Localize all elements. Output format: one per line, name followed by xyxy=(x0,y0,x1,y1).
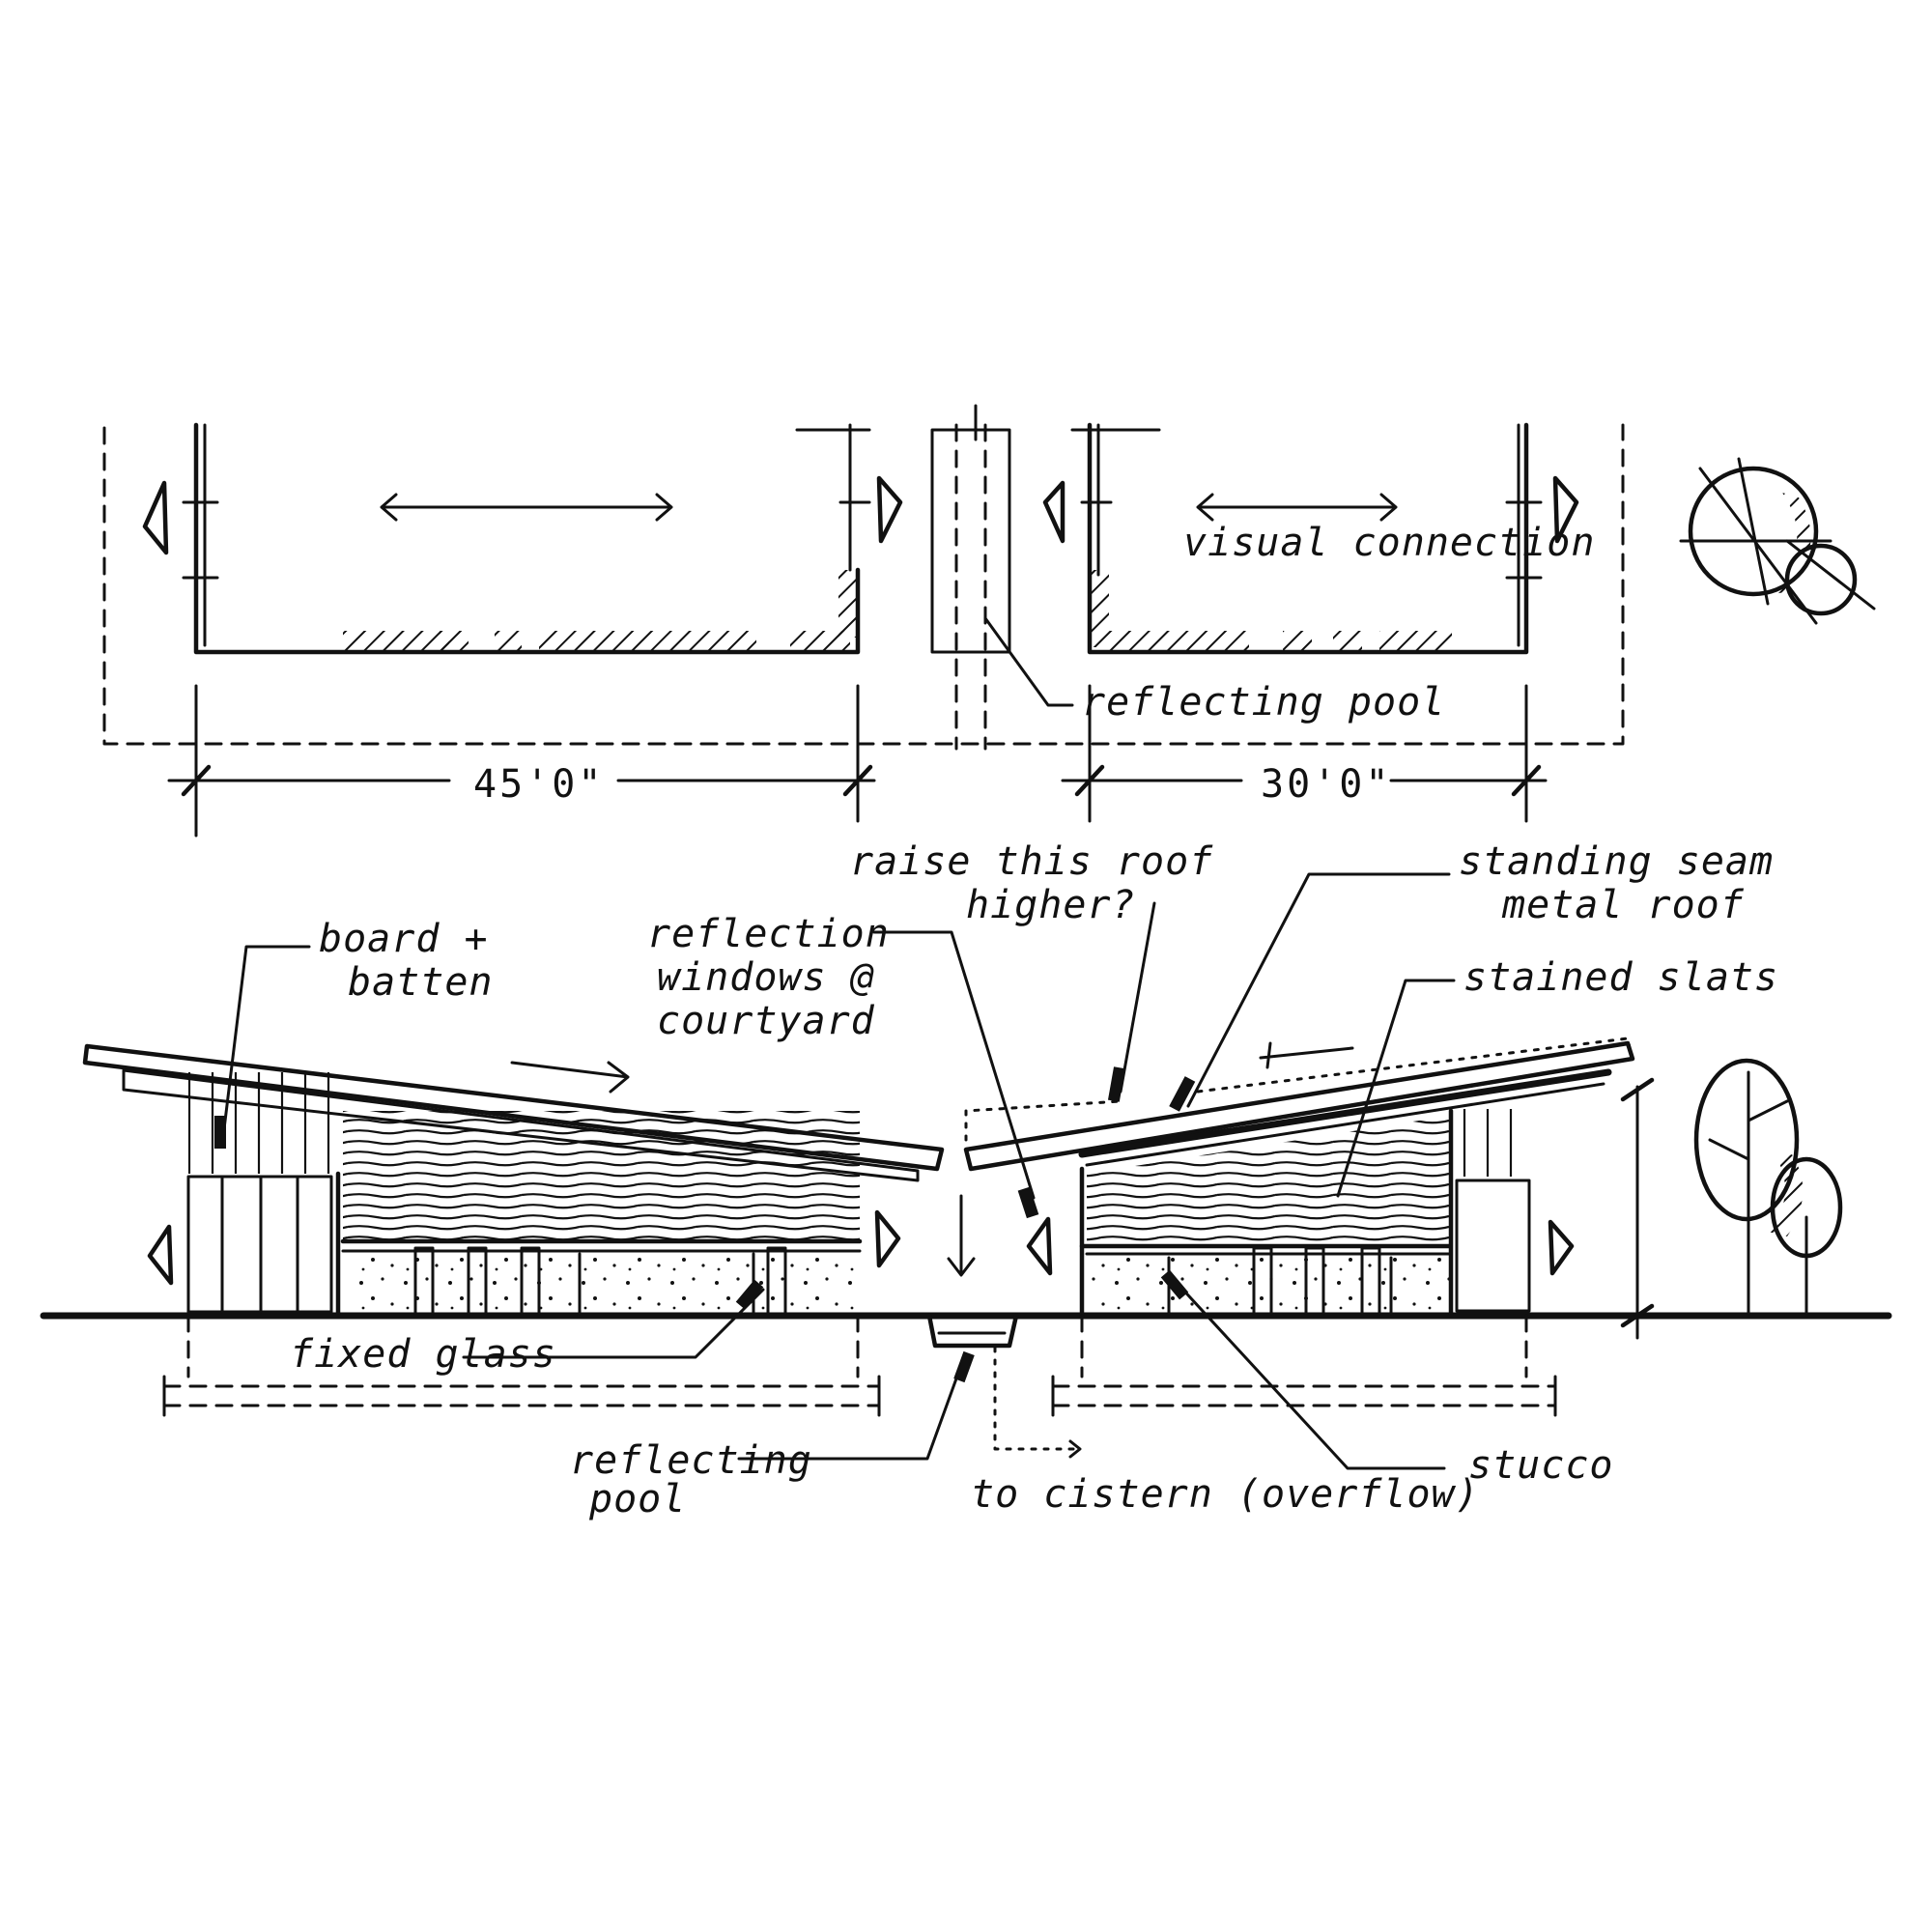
reflecting-pool-section xyxy=(926,1313,1019,1349)
label-raise-roof-line2: higher? xyxy=(966,883,1136,927)
visual-connection-arrow-left xyxy=(380,493,673,522)
leader-lines xyxy=(214,872,1456,1470)
roof-left xyxy=(82,1043,945,1172)
visual-connection-arrow-right xyxy=(1196,493,1398,522)
label-reflection-line1: reflection xyxy=(647,912,890,956)
roof-slope-arrow-right xyxy=(1259,1041,1354,1069)
label-standing-seam-line1: standing seam xyxy=(1459,839,1774,884)
wall-segment xyxy=(1379,631,1452,650)
label-to-cistern: to cistern (overflow) xyxy=(971,1472,1480,1517)
window-mullion xyxy=(766,1246,787,1316)
window-mullion xyxy=(1360,1246,1381,1316)
wall-segment xyxy=(1109,631,1249,650)
floor-plan xyxy=(102,404,1876,838)
label-reflection-line3: courtyard xyxy=(657,999,875,1043)
stained-slats-right xyxy=(1087,1116,1449,1246)
label-board-batten-line1: board + xyxy=(319,917,489,961)
window-mullion xyxy=(413,1246,435,1316)
stucco-right xyxy=(1090,1258,1449,1314)
label-reflecting-pool-line1: reflecting xyxy=(570,1438,812,1483)
label-visual-connection: visual connection xyxy=(1183,521,1595,565)
label-reflecting-pool-plan: reflecting pool xyxy=(1082,680,1445,724)
roof-right xyxy=(963,1040,1635,1172)
label-reflection-line2: windows @ xyxy=(657,955,875,1000)
wall-segment xyxy=(838,570,858,638)
dark-panel-right xyxy=(1455,1179,1531,1313)
wall-segment xyxy=(539,631,756,650)
label-raise-roof-line1: raise this roof xyxy=(850,839,1213,884)
tree-plan-symbol xyxy=(1679,457,1876,625)
label-board-batten-line2: batten xyxy=(348,960,494,1005)
dimension-30-feet: 30'0" xyxy=(1261,762,1391,807)
window-mullion xyxy=(1304,1246,1325,1316)
overflow-path xyxy=(993,1346,1079,1451)
window-marker xyxy=(1548,1219,1575,1276)
label-standing-seam-line2: metal roof xyxy=(1501,883,1745,927)
window-marker xyxy=(1042,480,1065,544)
reflecting-pool-plan xyxy=(930,428,1011,654)
label-stucco: stucco xyxy=(1468,1443,1614,1488)
window-marker xyxy=(874,1209,901,1268)
wall-segment xyxy=(1283,631,1312,650)
window-marker xyxy=(1026,1216,1053,1276)
label-reflecting-pool-line2: pool xyxy=(588,1477,686,1521)
dimension-45-feet: 45'0" xyxy=(473,762,604,807)
tree-elevation-symbol xyxy=(1693,1058,1843,1318)
elevation xyxy=(40,930,1892,1459)
wall-segment xyxy=(440,631,469,650)
wall-segment xyxy=(790,631,850,650)
window-mullion xyxy=(467,1246,488,1316)
window-marker xyxy=(147,1224,174,1286)
wall-segment xyxy=(1333,631,1362,650)
window-marker xyxy=(876,475,903,544)
wall-segment xyxy=(1090,570,1109,647)
label-fixed-glass: fixed glass xyxy=(290,1332,556,1377)
stained-slats-left xyxy=(343,1111,860,1241)
window-mullion xyxy=(520,1246,541,1316)
leader-pool-plan xyxy=(983,616,1065,707)
window-marker xyxy=(142,480,169,555)
roof-slope-arrow-left xyxy=(510,1061,630,1094)
window-marker xyxy=(1552,475,1579,544)
window-mullion xyxy=(1252,1246,1273,1316)
rain-arrow xyxy=(947,1194,976,1277)
board-batten-right xyxy=(1454,1109,1526,1177)
label-stained-slats: stained slats xyxy=(1463,955,1778,1000)
stucco-left xyxy=(355,1254,858,1314)
wall-segment xyxy=(495,631,522,650)
wall-segment xyxy=(343,631,449,650)
